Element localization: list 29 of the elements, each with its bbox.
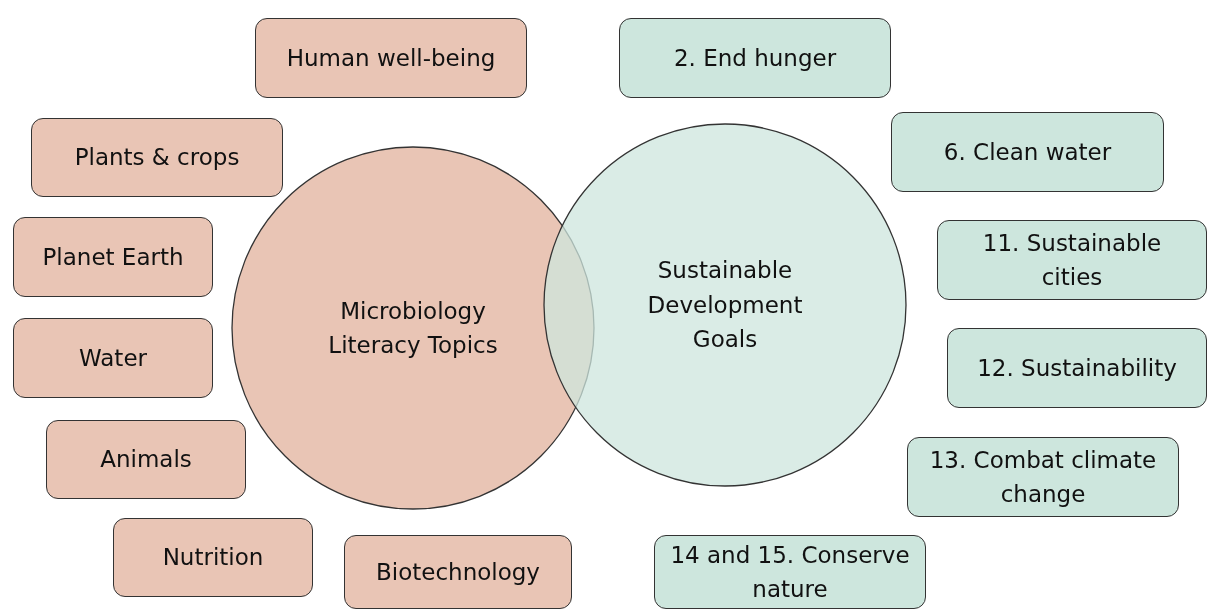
node-label: 14 and 15. Conserve nature bbox=[670, 540, 910, 604]
topic-box bbox=[654, 535, 926, 609]
topic-box bbox=[31, 118, 283, 197]
node-label: Animals bbox=[100, 445, 192, 475]
node-label: Plants & crops bbox=[74, 143, 240, 173]
topic-box bbox=[13, 217, 213, 297]
node-label: 6. Clean water bbox=[943, 137, 1112, 167]
node-label: Human well-being bbox=[286, 43, 496, 73]
topic-box bbox=[13, 318, 213, 398]
topic-box bbox=[46, 420, 246, 499]
node-label: Microbiology Literacy Topics bbox=[327, 296, 499, 360]
node-label: Water bbox=[79, 343, 147, 373]
topic-box bbox=[619, 18, 891, 98]
node-label: Planet Earth bbox=[42, 242, 184, 272]
topic-box bbox=[937, 220, 1207, 300]
topic-box bbox=[907, 437, 1179, 517]
node-label: Sustainable Development Goals bbox=[646, 256, 804, 355]
node-label: 12. Sustainability bbox=[977, 353, 1177, 383]
node-label: 13. Combat climate change bbox=[928, 445, 1158, 509]
venn-circle bbox=[543, 123, 907, 487]
topic-box bbox=[255, 18, 527, 98]
node-label: Nutrition bbox=[162, 543, 264, 573]
topic-box bbox=[344, 535, 572, 609]
topic-box bbox=[113, 518, 313, 597]
node-label: 2. End hunger bbox=[673, 43, 837, 73]
topic-box bbox=[947, 328, 1207, 408]
node-label: Biotechnology bbox=[376, 557, 540, 587]
node-label: 11. Sustainable cities bbox=[981, 228, 1163, 292]
topic-box bbox=[891, 112, 1164, 192]
